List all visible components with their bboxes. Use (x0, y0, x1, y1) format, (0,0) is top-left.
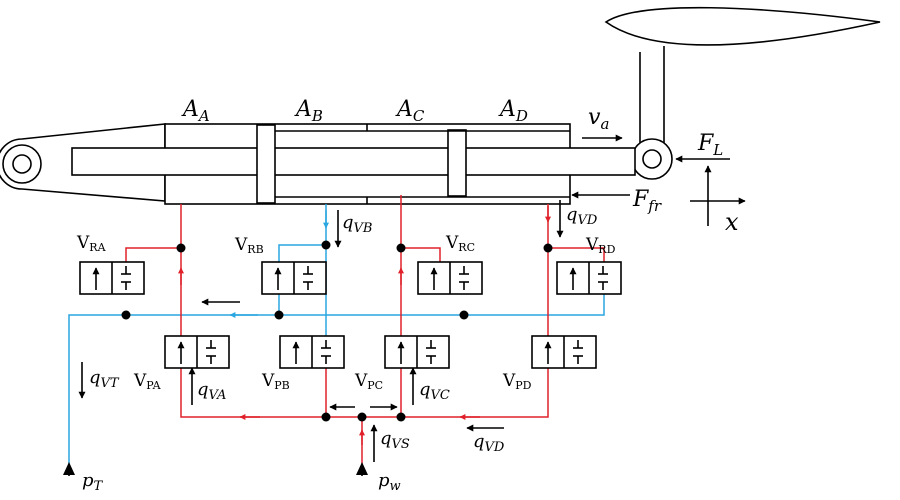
valve-label-ra: VRA (76, 233, 107, 254)
supply-pressure-label: pw (378, 470, 401, 494)
flow-label-vd-top: qVD (566, 204, 598, 228)
chamber-label-b: AB (294, 97, 323, 125)
valve-label-rb: VRB (234, 235, 264, 256)
chamber-label-d: AD (498, 97, 528, 125)
airfoil (604, 6, 881, 46)
valve-ra (79, 261, 145, 295)
flow-label-vs: qVS (380, 428, 410, 452)
chamber-label-c: AC (395, 97, 425, 125)
flow-label-vd-bottom: qVD (473, 431, 505, 455)
axis-label-x: x (725, 208, 739, 236)
junctions (121, 240, 553, 422)
valve-pc (384, 335, 450, 369)
flow-label-va: qVA (197, 379, 226, 403)
friction-force-label: Ffr (632, 187, 662, 215)
valve-pb (279, 335, 345, 369)
velocity-label: va (588, 105, 609, 133)
supply-pressure-triangle (356, 462, 368, 475)
valve-label-pd: VPD (502, 371, 532, 392)
valve-rc (417, 261, 483, 295)
source-lines (68, 466, 363, 476)
flow-label-vc: qVC (419, 379, 450, 403)
flow-label-vt: qVT (89, 367, 120, 391)
flow-label-vb: qVB (342, 212, 372, 236)
coordinate-axis (690, 165, 746, 226)
valve-label-pb: VPB (261, 371, 290, 392)
valve-pd (531, 335, 597, 369)
lift-force-label: FL (697, 131, 723, 159)
tank-pressure-triangle (63, 462, 75, 475)
valve-label-pa: VPA (133, 371, 162, 392)
valve-label-pc: VPC (354, 371, 383, 392)
valve-label-rc: VRC (445, 233, 475, 254)
valve-label-rd: VRD (585, 235, 616, 256)
tank-pressure-label: pT (82, 470, 104, 494)
airfoil-link (631, 46, 673, 180)
chamber-label-a: AA (181, 97, 210, 125)
valve-rd (556, 261, 622, 295)
return-lines (68, 204, 605, 466)
valve-pa (164, 335, 230, 369)
valve-rb (261, 261, 327, 295)
cylinder-body (71, 123, 636, 205)
